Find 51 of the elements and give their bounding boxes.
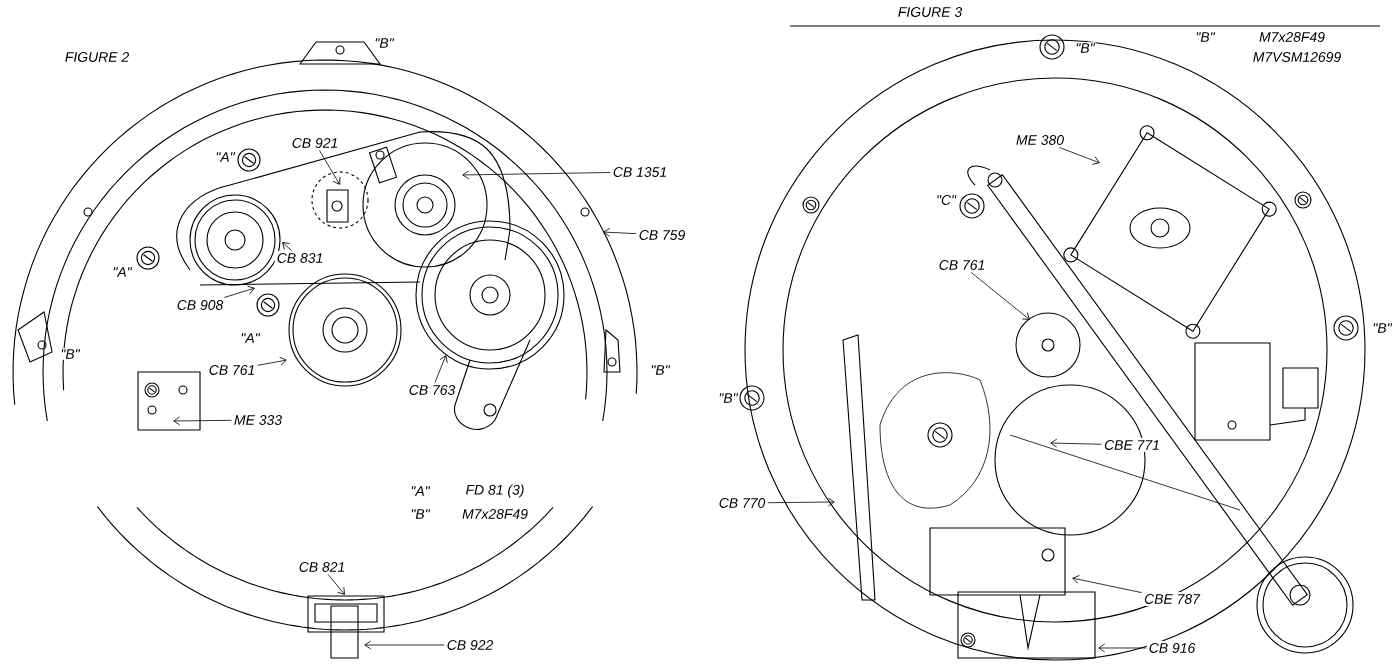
leader-line	[462, 170, 611, 180]
callout-label: CB 908	[174, 298, 226, 312]
part-label: M7x28F49	[1258, 31, 1326, 43]
leader-line	[1072, 575, 1142, 593]
leader-line	[767, 497, 835, 507]
callout-label: CB 770	[716, 496, 768, 510]
callout-label: CB 763	[406, 383, 458, 397]
leader-line	[364, 640, 445, 650]
part-label: M7x28F49	[461, 508, 529, 520]
leader-line	[434, 355, 448, 383]
part-label: "B"	[1074, 42, 1096, 54]
callout-label: CBE 787	[1142, 592, 1202, 606]
callout-label: ME 333	[232, 413, 285, 427]
leader-line	[282, 242, 292, 251]
leader-line	[319, 150, 341, 185]
callout-label: CB 761	[936, 258, 988, 272]
part-label: "A"	[214, 151, 236, 163]
part-label: "B"	[649, 364, 671, 376]
leader-line	[1059, 147, 1100, 165]
leader-line	[327, 574, 345, 595]
leader-line	[1050, 438, 1102, 448]
part-label: "B"	[59, 348, 81, 360]
callout-label: CB 1351	[610, 165, 670, 179]
part-label: "B"	[717, 392, 739, 404]
leader-line	[603, 227, 637, 237]
part-label: "A"	[239, 332, 261, 344]
leader-line	[970, 272, 1030, 320]
leader-line	[173, 416, 232, 426]
leader-line	[1098, 643, 1147, 653]
callout-label: CB 921	[289, 136, 341, 150]
callout-label: CB 922	[444, 638, 496, 652]
callout-label: CB 821	[296, 560, 348, 574]
part-label: "C"	[935, 194, 957, 206]
leader-line	[257, 356, 287, 366]
callout-label: CB 761	[206, 363, 258, 377]
callout-label: ME 380	[1014, 133, 1067, 147]
part-label: "A"	[409, 485, 431, 497]
part-label: "B"	[1371, 322, 1393, 334]
figure-title: FIGURE 3	[896, 6, 964, 18]
callout-label: CB 831	[274, 251, 326, 265]
part-label: M7VSM12699	[1251, 51, 1343, 63]
part-label: "B"	[373, 37, 395, 49]
callout-label: CBE 771	[1102, 438, 1162, 452]
part-label: "B"	[1194, 31, 1216, 43]
figure-title: FIGURE 2	[63, 51, 131, 63]
callout-label: CB 759	[636, 228, 688, 242]
part-label: "A"	[111, 266, 133, 278]
part-label: FD 81 (3)	[464, 483, 526, 499]
callout-label: CB 916	[1146, 641, 1198, 655]
leader-line	[223, 285, 255, 298]
part-label: "B"	[409, 508, 431, 520]
